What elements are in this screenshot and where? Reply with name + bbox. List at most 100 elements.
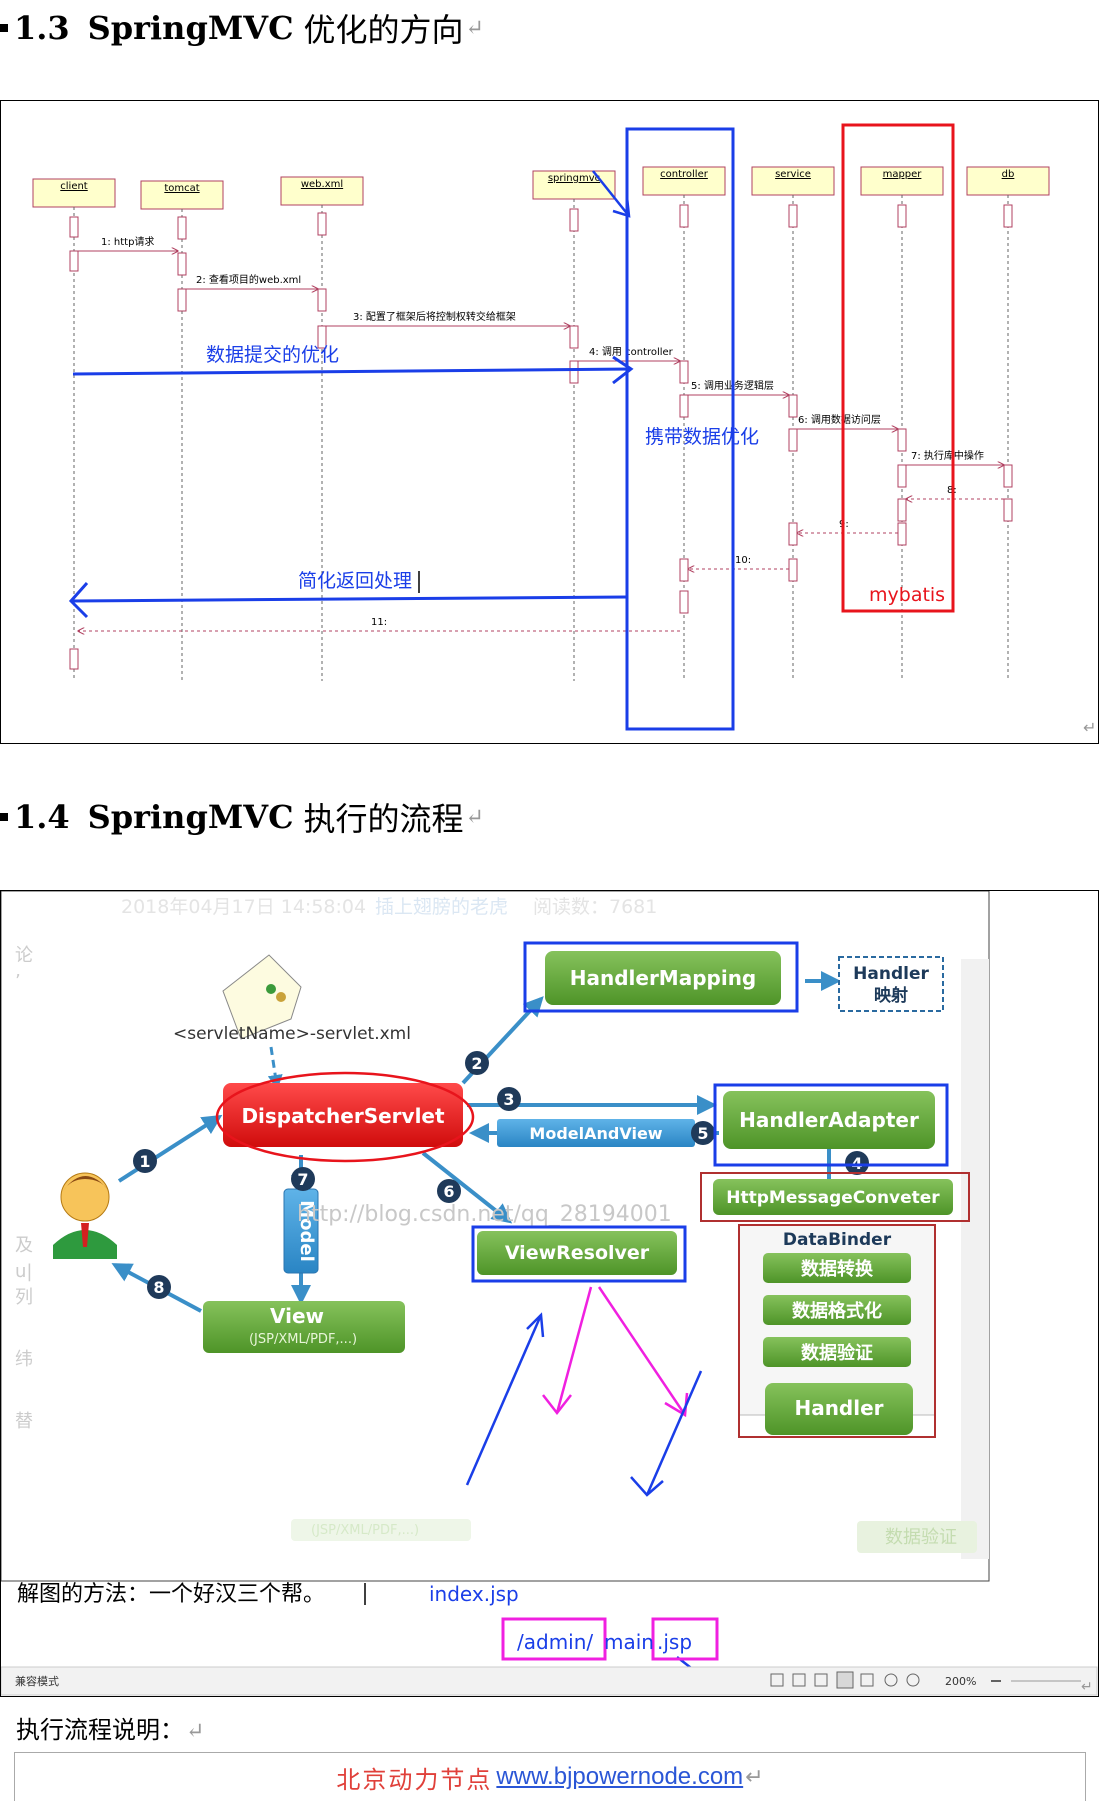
config-file-icon [222,954,302,1040]
config-file-label: <servletName>-servlet.xml [173,1024,411,1044]
message-label: 4: 调用 controller [589,346,674,358]
lifeline-label: db [1002,169,1015,180]
data-binder-label: DataBinder [783,1230,892,1250]
sequence-diagram-figure: client tomcat web.xml springmvc controll… [0,100,1099,744]
step-badge: 5 [697,1124,708,1143]
footer-label: 北京动力节点 [336,1765,493,1794]
bg-char: 列 [15,1287,33,1308]
binder-step-label: 数据验证 [801,1342,873,1364]
bg-bottom-left: (JSP/XML/PDF,...) [311,1523,419,1538]
admin-path-label: /admin/ [517,1630,593,1654]
lifeline-label: mapper [883,169,923,180]
controller-highlight-box [625,127,735,731]
view-resolver-node: ViewResolver [477,1231,677,1275]
lifeline-client: client [32,178,116,681]
bg-side-chars: 论 ’ 及 u| 列 纬 替 [15,945,33,1432]
lifeline-label: controller [660,169,709,180]
exec-description: 执行流程说明：↵ [16,1710,204,1745]
model-and-view-box [497,1119,695,1147]
annotations: 数据提交的优化 携带数据优化 简化返回处理 mybatis [68,123,955,731]
http-message-converter-label: HttpMessageConveter [726,1188,940,1208]
section-number: 1.4 [14,798,70,836]
page-footer: 北京动力节点 www.bjpowernode.com ↵ [14,1752,1086,1801]
message-label: 6: 调用数据访问层 [798,413,881,426]
paragraph-mark: ↵ [1081,1679,1093,1695]
paragraph-mark: ↵ [186,1719,205,1744]
handler-adapter-label: HandlerAdapter [739,1108,919,1132]
mybatis-label: mybatis [869,584,945,606]
heading-bullet [0,813,8,821]
model-label: Model [296,1200,317,1262]
step-badges: 1 2 3 4 5 6 7 8 [133,1051,869,1299]
paragraph-mark: ↵ [465,15,484,41]
step-badge: 2 [471,1054,482,1073]
paragraph-mark: ↵ [745,1764,764,1790]
lifeline-controller: controller [642,166,726,681]
simplify-return-note: 简化返回处理 [298,570,412,592]
step-badge: 1 [139,1152,150,1171]
return-arrow [70,595,628,603]
section-heading-1-3: 1.3 SpringMVC 优化的方向 ↵ [0,6,484,50]
bg-char: 纬 [15,1349,33,1370]
handler-map-box: Handler 映射 [838,956,944,1012]
status-icons [770,1671,920,1689]
step-badge: 3 [503,1090,514,1109]
section-title: SpringMVC [87,9,294,47]
bg-reads: 阅读数：7681 [533,896,657,918]
flow-diagram-figure: 2018年04月17日 14:58:04 插上翅膀的老虎 阅读数：7681 论 … [0,890,1099,1697]
section-title-tail: 优化的方向 [303,11,464,49]
message-labels: 1: http请求 2: 查看项目的web.xml 3: 配置了框架后将控制权转… [101,235,984,628]
handler-mapping-label: HandlerMapping [570,966,757,990]
lifeline-springmvc: springmvc [532,170,616,681]
user-avatar-icon [53,1172,117,1259]
step-badge: 8 [153,1278,164,1297]
lifeline-db: db [966,166,1050,681]
handler-map-line: Handler [853,964,929,984]
status-mode: 兼容模式 [15,1674,59,1688]
binder-step-label: 数据转换 [801,1258,874,1280]
bg-char: u| [15,1261,32,1282]
message-label: 7: 执行库中操作 [911,449,984,462]
handler-map-line: 映射 [874,985,908,1006]
model-and-view-label: ModelAndView [529,1124,662,1143]
status-bar [0,1666,1098,1696]
lifeline-service: service [751,166,835,681]
handler-node: Handler [765,1383,913,1435]
data-submit-note: 数据提交的优化 [206,344,339,366]
message-label: 1: http请求 [101,235,154,248]
bg-date: 2018年04月17日 14:58:04 [121,896,366,918]
heading-bullet [0,24,8,32]
section-title: SpringMVC [87,798,294,836]
lifeline-label: web.xml [301,179,343,190]
lifeline-label: service [775,169,811,180]
view-resolver-label: ViewResolver [505,1242,650,1264]
main-jsp-label: main [604,1630,654,1654]
submit-arrow [72,367,632,376]
watermark: http://blog.csdn.net/qq_28194001 [297,1202,672,1227]
binder-step-label: 数据格式化 [792,1300,882,1322]
lifeline-label: springmvc [548,173,600,184]
view-label: View [270,1304,324,1328]
section-title-tail: 执行的流程 [303,800,464,838]
footer-link[interactable]: www.bjpowernode.com [496,1763,744,1790]
view-sublabel: (JSP/XML/PDF,...) [249,1332,357,1347]
dispatcher-servlet-node: DispatcherServlet [223,1083,463,1147]
bg-char: ’ [15,971,21,992]
messages [78,251,1004,631]
bg-char: 替 [15,1411,33,1432]
handler-adapter-node: HandlerAdapter [723,1091,935,1149]
paragraph-mark: ↵ [1083,718,1096,737]
step-badge: 6 [443,1182,454,1201]
bg-char: 及 [15,1235,33,1256]
view-node: View (JSP/XML/PDF,...) [203,1301,405,1353]
bg-author: 插上翅膀的老虎 [375,896,508,918]
message-label: 11: [371,617,387,628]
message-label: 2: 查看项目的web.xml [196,273,301,286]
mapper-highlight-box [841,123,955,613]
handler-mapping-node: HandlerMapping [545,951,781,1005]
flow-diagram: 2018年04月17日 14:58:04 插上翅膀的老虎 阅读数：7681 论 … [0,890,1098,1696]
handler-label: Handler [794,1396,883,1420]
lifeline-tomcat: tomcat [140,180,224,681]
paragraph-mark: ↵ [465,804,484,830]
bg-char: 论 [15,945,33,966]
